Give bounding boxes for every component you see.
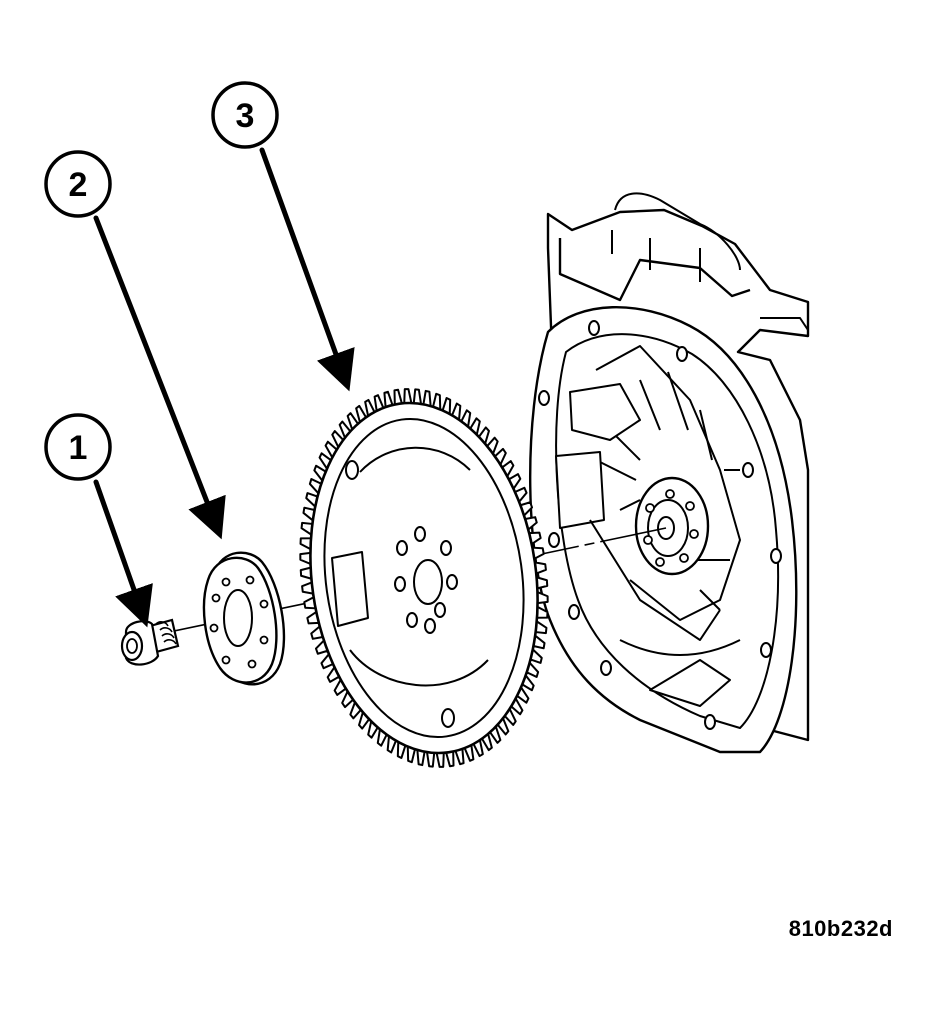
leader-lines [93, 147, 355, 628]
engine-block [529, 192, 810, 754]
flywheel-ring-gear [299, 388, 549, 768]
callout-3: 3 [211, 81, 279, 149]
callout-number-3: 3 [236, 97, 255, 135]
leader-line-1 [93, 479, 153, 628]
callout-1: 1 [44, 413, 112, 481]
figure-id: 810b232d [788, 916, 893, 941]
leader-line-2 [93, 215, 226, 540]
callout-2: 2 [44, 150, 112, 218]
leader-line-3 [259, 147, 355, 392]
callout-number-1: 1 [69, 429, 88, 467]
callout-number-2: 2 [69, 166, 88, 204]
flywheel-plate [202, 551, 286, 686]
bolt [120, 618, 180, 666]
